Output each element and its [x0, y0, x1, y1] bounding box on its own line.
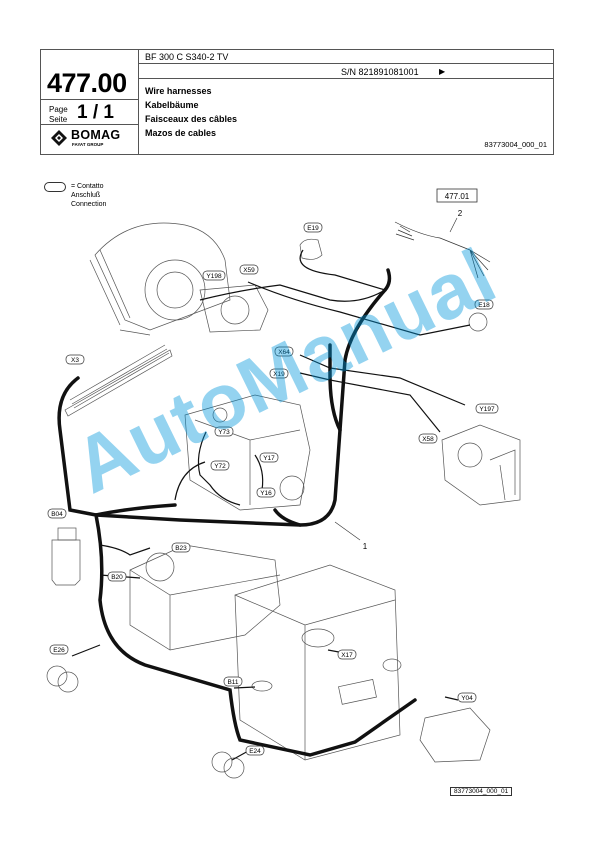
- label-b11: B11: [223, 676, 243, 687]
- title-es: Mazos de cables: [145, 128, 217, 138]
- brand-group: FAYAT GROUP: [72, 142, 104, 147]
- svg-text:Y72: Y72: [214, 463, 226, 470]
- drum-assembly: [94, 222, 231, 331]
- sensor-e18: [468, 312, 488, 332]
- divider: [138, 78, 553, 79]
- bomag-diamond-icon: [51, 130, 67, 146]
- divider: [138, 50, 139, 154]
- label-x58: X58: [418, 433, 438, 444]
- main-harness: [57, 268, 417, 757]
- hydraulic-tank: [129, 544, 281, 651]
- label-e26: E26: [49, 644, 69, 655]
- svg-text:X19: X19: [273, 371, 285, 378]
- svg-text:B20: B20: [111, 574, 123, 581]
- svg-text:E26: E26: [53, 647, 65, 654]
- label-y197: Y197: [475, 403, 499, 414]
- label-y16: Y16: [256, 487, 276, 498]
- serial-number: S/N 821891081001: [341, 67, 419, 77]
- divider: [41, 99, 138, 100]
- page-value: 1 / 1: [77, 102, 114, 123]
- item-1: 1: [363, 542, 368, 551]
- svg-text:X59: X59: [243, 267, 255, 274]
- label-y198: Y198: [202, 270, 226, 281]
- label-x3: X3: [65, 354, 85, 365]
- svg-text:Y197: Y197: [479, 406, 495, 413]
- svg-text:X17: X17: [341, 652, 353, 659]
- label-e24: E24: [245, 745, 265, 756]
- label-b20: B20: [107, 571, 127, 582]
- bomag-logo: BOMAG FAYAT GROUP: [51, 128, 131, 150]
- divider: [138, 63, 553, 64]
- filter-b04: [51, 539, 81, 586]
- svg-text:X64: X64: [278, 349, 290, 356]
- svg-text:E18: E18: [478, 302, 490, 309]
- model-name: BF 300 C S340-2 TV: [145, 52, 229, 62]
- item-2: 2: [458, 209, 463, 218]
- svg-text:Y04: Y04: [461, 695, 473, 702]
- lamp-e26: [46, 665, 68, 687]
- title-en: Wire harnesses: [145, 86, 212, 96]
- svg-text:E24: E24: [249, 748, 261, 755]
- sensor-b11: [251, 680, 273, 692]
- svg-text:Y198: Y198: [206, 273, 222, 280]
- lamp-e24: [211, 751, 233, 773]
- svg-text:B23: B23: [175, 545, 187, 552]
- hydraulic-pump: [184, 394, 311, 511]
- radiator-x3: [64, 349, 173, 417]
- svg-text:477.01: 477.01: [445, 192, 470, 201]
- label-y04: Y04: [457, 692, 477, 703]
- page-number: 477.00: [47, 68, 127, 98]
- svg-text:Y16: Y16: [260, 490, 272, 497]
- label-x17: X17: [337, 649, 357, 660]
- title-de: Kabelbäume: [145, 100, 199, 110]
- label-e18: E18: [474, 299, 494, 310]
- serial-arrow-icon: ▶: [439, 67, 446, 76]
- motor-y198: [199, 284, 269, 333]
- document-id: 83773004_000_01: [484, 140, 547, 149]
- ref-box-477-01: 477.01: [436, 188, 478, 203]
- svg-text:X3: X3: [71, 357, 79, 364]
- label-y17: Y17: [259, 452, 279, 463]
- label-b04: B04: [47, 508, 67, 519]
- footer-reference: 83773004_000_01: [450, 787, 513, 796]
- svg-text:E19: E19: [307, 225, 319, 232]
- label-y73: Y73: [214, 426, 234, 437]
- divider: [41, 124, 138, 125]
- gearbox: [441, 424, 521, 506]
- brand-name: BOMAG: [71, 128, 121, 142]
- label-x64: X64: [274, 346, 294, 357]
- valve-y04: [419, 707, 491, 763]
- title-fr: Faisceaux des câbles: [145, 114, 238, 124]
- legend: = Contatto Anschluß Connection: [71, 183, 107, 208]
- label-x59: X59: [239, 264, 259, 275]
- connection-symbol: [44, 182, 66, 192]
- page-label: Page Seite: [49, 105, 68, 124]
- svg-text:B04: B04: [51, 511, 63, 518]
- svg-text:B11: B11: [227, 679, 238, 686]
- fuel-tank: [234, 564, 401, 761]
- svg-text:X58: X58: [422, 436, 434, 443]
- label-e19: E19: [303, 222, 323, 233]
- svg-text:Y17: Y17: [263, 455, 275, 462]
- title-block: 477.00 Page Seite 1 / 1 BOMAG FAYAT GROU…: [40, 49, 554, 155]
- label-y72: Y72: [210, 460, 230, 471]
- svg-text:Y73: Y73: [218, 429, 230, 436]
- label-b23: B23: [171, 542, 191, 553]
- label-x19: X19: [269, 368, 289, 379]
- sensor-e19: [299, 238, 323, 260]
